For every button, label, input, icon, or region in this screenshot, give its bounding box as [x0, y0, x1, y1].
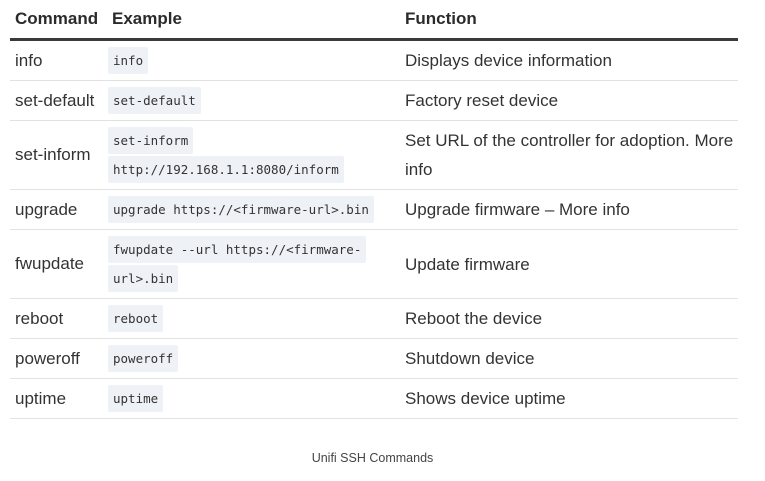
example-code: info	[108, 47, 149, 74]
command-cell: info	[10, 39, 107, 81]
function-cell: Factory reset device	[400, 80, 738, 121]
table-row: fwupdate fwupdate --url https://<firmwar…	[10, 229, 738, 299]
command-cell: poweroff	[10, 338, 107, 379]
example-cell: poweroff	[107, 338, 400, 379]
command-cell: reboot	[10, 298, 107, 339]
example-cell: set-inform http://192.168.1.1:8080/infor…	[107, 120, 400, 190]
function-cell: Set URL of the controller for adoption. …	[400, 120, 738, 190]
command-cell: upgrade	[10, 189, 107, 230]
command-cell: set-default	[10, 80, 107, 121]
example-cell: fwupdate --url https://<firmware-url>.bi…	[107, 229, 400, 299]
table-row: set-default set-default Factory reset de…	[10, 80, 738, 121]
example-cell: info	[107, 39, 400, 81]
table-row: info info Displays device information	[10, 39, 738, 81]
table-row: reboot reboot Reboot the device	[10, 298, 738, 339]
function-cell: Update firmware	[400, 229, 738, 299]
example-code: set-default	[108, 87, 201, 114]
example-cell: set-default	[107, 80, 400, 121]
function-cell: Shows device uptime	[400, 378, 738, 419]
command-cell: fwupdate	[10, 229, 107, 299]
table-row: upgrade upgrade https://<firmware-url>.b…	[10, 189, 738, 230]
table-caption: Unifi SSH Commands	[311, 451, 434, 465]
example-cell: reboot	[107, 298, 400, 339]
table-row: uptime uptime Shows device uptime	[10, 378, 738, 419]
header-function: Function	[400, 0, 738, 41]
example-cell: upgrade https://<firmware-url>.bin	[107, 189, 400, 230]
table-row: set-inform set-inform http://192.168.1.1…	[10, 120, 738, 190]
example-code: fwupdate --url https://<firmware-url>.bi…	[108, 236, 367, 292]
function-cell: Upgrade firmware – More info	[400, 189, 738, 230]
function-cell: Reboot the device	[400, 298, 738, 339]
example-code: uptime	[108, 385, 164, 412]
example-code: upgrade https://<firmware-url>.bin	[108, 196, 374, 223]
command-cell: set-inform	[10, 120, 107, 190]
example-code: poweroff	[108, 345, 179, 372]
header-command: Command	[10, 0, 107, 41]
header-example: Example	[107, 0, 400, 41]
example-code: reboot	[108, 305, 164, 332]
table-row: poweroff poweroff Shutdown device	[10, 338, 738, 379]
example-code: set-inform http://192.168.1.1:8080/infor…	[108, 127, 344, 183]
function-cell: Displays device information	[400, 39, 738, 81]
command-cell: uptime	[10, 378, 107, 419]
function-cell: Shutdown device	[400, 338, 738, 379]
commands-table: Command Example Function info info Displ…	[10, 0, 738, 419]
commands-table-container: Command Example Function info info Displ…	[10, 0, 738, 419]
table-header-row: Command Example Function	[10, 0, 738, 41]
example-cell: uptime	[107, 378, 400, 419]
